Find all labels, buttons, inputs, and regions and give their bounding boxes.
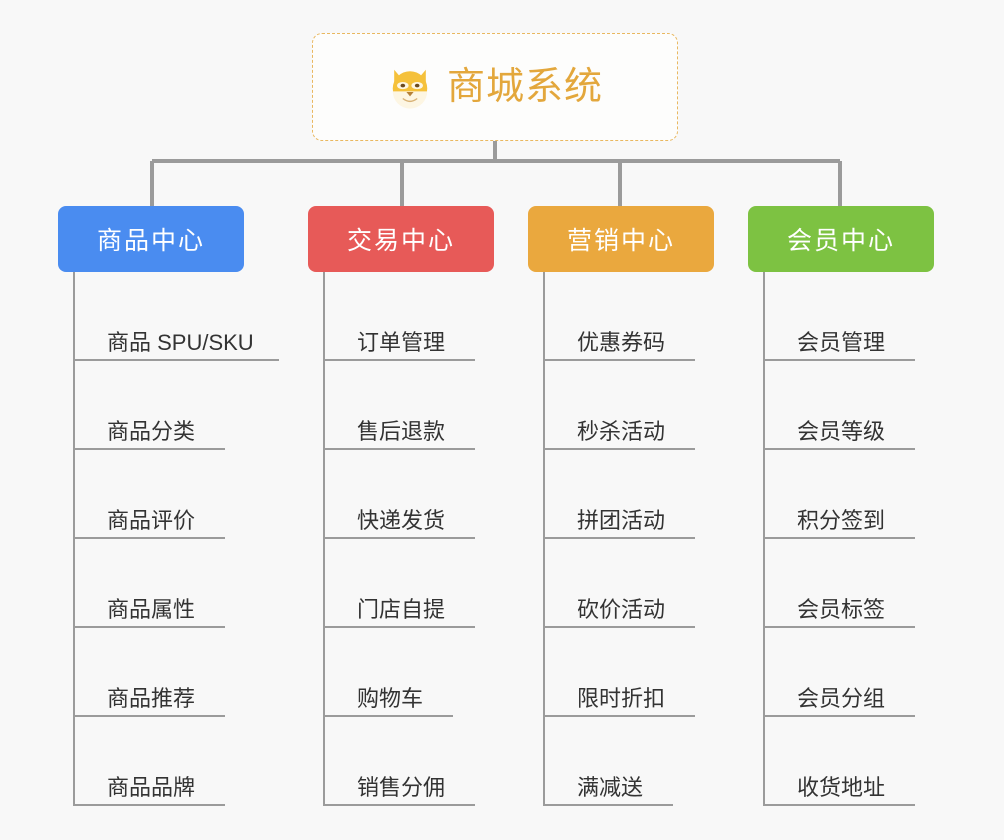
root-node[interactable]: 商城系统 [312,33,678,141]
leaf-label: 拼团活动 [577,507,666,533]
leaf-list-1: 商品 SPU/SKU 商品分类 商品评价 商品属性 商品推荐 商品品牌 [73,272,279,806]
leaf-item[interactable]: 秒杀活动 [545,361,714,450]
leaf-item[interactable]: 拼团活动 [545,450,714,539]
leaf-item[interactable]: 门店自提 [325,539,494,628]
leaf-label: 商品 SPU/SKU [107,329,254,355]
leaf-label: 订单管理 [357,329,446,355]
leaf-item[interactable]: 订单管理 [325,272,494,361]
leaf-item[interactable]: 商品品牌 [75,717,244,806]
leaf-label: 会员等级 [797,418,886,444]
leaf-label: 会员管理 [797,329,886,355]
branch-header-1[interactable]: 商品中心 [58,206,244,272]
leaf-label: 优惠券码 [577,329,666,355]
branch-header-3[interactable]: 营销中心 [528,206,714,272]
leaf-label: 销售分佣 [357,774,446,800]
leaf-item[interactable]: 收货地址 [765,717,934,806]
leaf-item[interactable]: 售后退款 [325,361,494,450]
branch-header-2[interactable]: 交易中心 [308,206,494,272]
leaf-item[interactable]: 快递发货 [325,450,494,539]
leaf-item[interactable]: 会员管理 [765,272,934,361]
leaf-label: 商品品牌 [107,774,196,800]
leaf-label: 购物车 [357,685,424,711]
leaf-label: 限时折扣 [577,685,666,711]
branch-column-1: 商品中心 商品 SPU/SKU 商品分类 商品评价 商品属性 商品推荐 商品品牌 [58,206,279,806]
branch-header-4[interactable]: 会员中心 [748,206,934,272]
leaf-label: 售后退款 [357,418,446,444]
leaf-label: 积分签到 [797,507,886,533]
branch-header-label-2: 交易中心 [346,227,455,255]
leaf-item[interactable]: 优惠券码 [545,272,714,361]
leaf-item[interactable]: 商品评价 [75,450,244,539]
branch-header-label-3: 营销中心 [566,227,675,255]
leaf-label: 快递发货 [357,507,446,533]
leaf-item[interactable]: 限时折扣 [545,628,714,717]
leaf-label: 收货地址 [797,774,886,800]
leaf-label: 满减送 [577,774,644,800]
shiba-dog-emoji-icon [392,69,428,109]
leaf-item[interactable]: 销售分佣 [325,717,494,806]
branch-column-4: 会员中心 会员管理 会员等级 积分签到 会员标签 会员分组 收货地址 [748,206,934,806]
leaf-label: 会员标签 [797,596,886,622]
leaf-item[interactable]: 购物车 [325,628,494,717]
leaf-item[interactable]: 积分签到 [765,450,934,539]
leaf-item[interactable]: 会员分组 [765,628,934,717]
leaf-item[interactable]: 满减送 [545,717,714,806]
branch-column-3: 营销中心 优惠券码 秒杀活动 拼团活动 砍价活动 限时折扣 满减送 [528,206,714,806]
leaf-item[interactable]: 商品属性 [75,539,244,628]
leaf-list-4: 会员管理 会员等级 积分签到 会员标签 会员分组 收货地址 [763,272,934,806]
leaf-item[interactable]: 会员标签 [765,539,934,628]
leaf-label: 商品分类 [107,418,196,444]
root-title: 商城系统 [446,66,603,108]
leaf-list-2: 订单管理 售后退款 快递发货 门店自提 购物车 销售分佣 [323,272,494,806]
leaf-item[interactable]: 商品分类 [75,361,244,450]
branch-column-2: 交易中心 订单管理 售后退款 快递发货 门店自提 购物车 销售分佣 [308,206,494,806]
leaf-label: 砍价活动 [577,596,666,622]
leaf-label: 会员分组 [797,685,886,711]
branch-header-label-1: 商品中心 [96,227,205,255]
leaf-item[interactable]: 商品推荐 [75,628,244,717]
leaf-item[interactable]: 商品 SPU/SKU [75,272,279,361]
leaf-item[interactable]: 会员等级 [765,361,934,450]
leaf-item[interactable]: 砍价活动 [545,539,714,628]
leaf-label: 门店自提 [357,596,446,622]
leaf-label: 商品推荐 [107,685,196,711]
leaf-label: 秒杀活动 [577,418,666,444]
leaf-label: 商品属性 [107,596,196,622]
leaf-list-3: 优惠券码 秒杀活动 拼团活动 砍价活动 限时折扣 满减送 [543,272,714,806]
branch-header-label-4: 会员中心 [786,227,895,255]
leaf-label: 商品评价 [107,507,196,533]
